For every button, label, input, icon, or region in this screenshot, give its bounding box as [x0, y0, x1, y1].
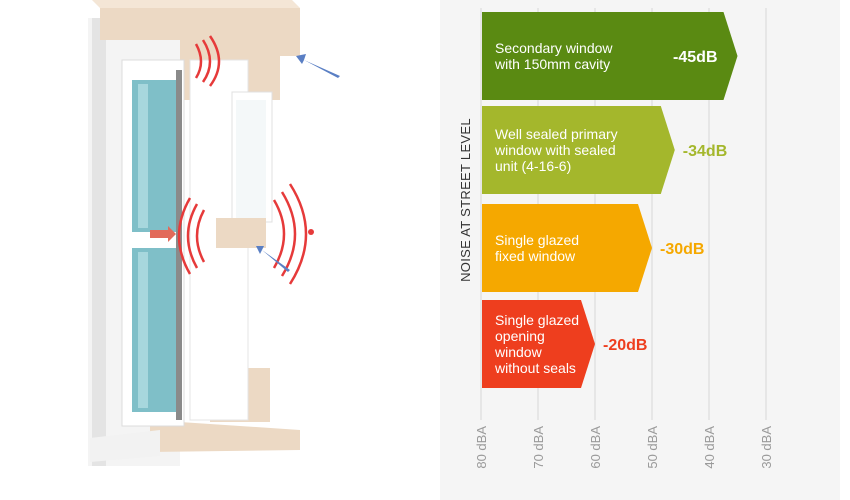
bar-label: Secondary window [495, 40, 613, 56]
bar-value-label: -20dB [603, 337, 647, 354]
window-cross-section-icon [88, 0, 340, 466]
x-tick-label: 50 dBA [645, 426, 660, 469]
bar-value-label: -34dB [683, 143, 727, 160]
bar-value-label: -30dB [660, 241, 704, 258]
bar-label: without seals [494, 360, 576, 376]
bar-label: window with sealed [494, 142, 616, 158]
bottom-masonry [150, 420, 300, 452]
bar-label: with 150mm cavity [494, 56, 610, 72]
x-tick-label: 60 dBA [588, 426, 603, 469]
sound-wave-icon [177, 35, 308, 285]
bar-label: fixed window [495, 248, 576, 264]
bar-label: unit (4-16-6) [495, 158, 571, 174]
x-tick-label: 40 dBA [702, 426, 717, 469]
bar-label: Well sealed primary [495, 126, 618, 142]
bar [482, 204, 652, 292]
bar [482, 300, 595, 388]
x-tick-label: 30 dBA [759, 426, 774, 469]
x-ticks: 80 dBA 70 dBA 60 dBA 50 dBA 40 dBA 30 dBA [474, 426, 774, 469]
y-axis-title: NOISE AT STREET LEVEL [458, 118, 473, 282]
x-tick-label: 80 dBA [474, 426, 489, 469]
x-tick-label: 70 dBA [531, 426, 546, 469]
bar-label: Single glazed [495, 312, 579, 328]
bar-label: opening [495, 328, 545, 344]
bar [482, 12, 738, 100]
bar [482, 106, 675, 194]
wall-edge [92, 18, 106, 466]
bar-label: window [494, 344, 543, 360]
bar-label: Single glazed [495, 232, 579, 248]
airflow-arrow-icon [256, 54, 340, 272]
bar-value-label: -45dB [673, 49, 717, 66]
